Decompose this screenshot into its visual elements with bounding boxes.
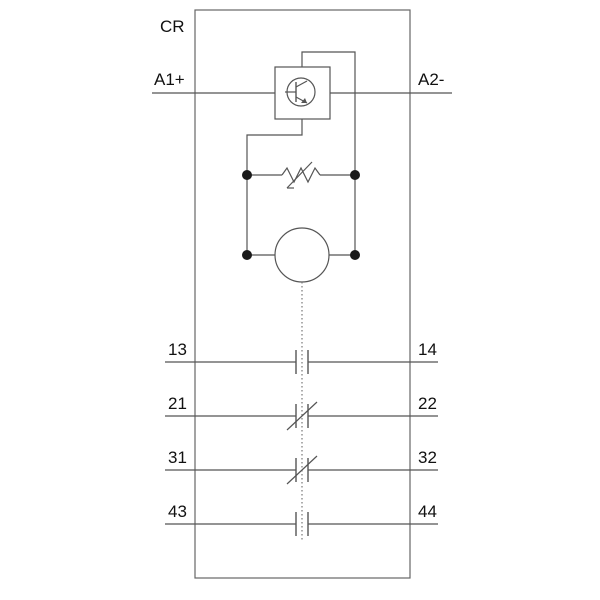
terminal-dot xyxy=(350,250,360,260)
terminal-dot xyxy=(242,170,252,180)
contact-left-terminal: 13 xyxy=(168,340,187,359)
module-connector-bottom xyxy=(246,119,303,175)
contact-left-terminal: 43 xyxy=(168,502,187,521)
device-tag: CR xyxy=(160,17,185,36)
relay-housing xyxy=(194,9,411,579)
contact-row-4: 43 44 xyxy=(165,502,438,536)
contact-right-terminal: 14 xyxy=(418,340,437,359)
terminal-dot xyxy=(350,170,360,180)
resistor-icon xyxy=(281,166,321,184)
contact-right-terminal: 44 xyxy=(418,502,437,521)
coil-terminal-a2: A2- xyxy=(418,70,444,89)
coil-icon xyxy=(274,227,330,283)
contact-left-terminal: 31 xyxy=(168,448,187,467)
coil-terminal-a1: A1+ xyxy=(154,70,185,89)
adjustable-resistor xyxy=(247,161,355,189)
module-connector-top xyxy=(301,51,356,93)
contact-right-terminal: 32 xyxy=(418,448,437,467)
timer-module xyxy=(274,66,331,120)
contact-row-2: 21 22 xyxy=(165,394,438,431)
contact-row-3: 31 32 xyxy=(165,448,438,485)
contact-row-1: 13 14 xyxy=(165,340,438,374)
contact-right-terminal: 22 xyxy=(418,394,437,413)
contact-left-terminal: 21 xyxy=(168,394,187,413)
terminal-dot xyxy=(242,250,252,260)
